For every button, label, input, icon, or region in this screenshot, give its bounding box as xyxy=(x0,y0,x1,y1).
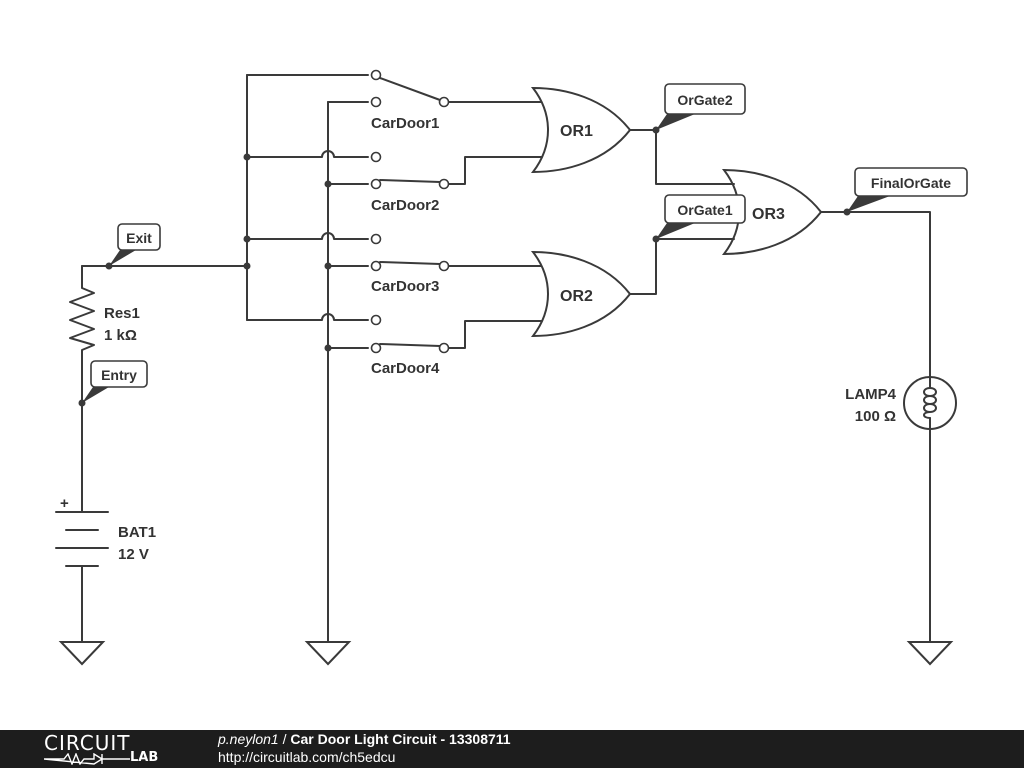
net-label-exit[interactable]: Exit xyxy=(109,223,161,266)
junction-dots xyxy=(243,153,332,352)
footer-author[interactable]: p.neylon1 xyxy=(218,731,279,747)
ground-symbol-2 xyxy=(304,641,352,666)
switch-cardoor1-label: CarDoor1 xyxy=(371,115,439,132)
bat1-polarity: + xyxy=(60,495,69,512)
net-label-entry[interactable]: Entry xyxy=(82,360,148,403)
switch-cardoor2[interactable]: CarDoor2 xyxy=(370,151,450,215)
or2-label: OR2 xyxy=(560,288,593,305)
footer-separator: / xyxy=(278,731,291,747)
net-label-entry-text: Entry xyxy=(101,367,137,383)
footer-circuit-title: Car Door Light Circuit - 13308711 xyxy=(290,731,511,747)
net-label-orgate2-text: OrGate2 xyxy=(677,92,732,108)
net-label-finalorgate[interactable]: FinalOrGate xyxy=(847,167,968,212)
ground-symbol-1 xyxy=(58,641,106,666)
circuitlab-logo[interactable]: CIRCUIT xyxy=(44,731,131,755)
res1-value: 1 kΩ xyxy=(104,327,137,344)
lamp4[interactable]: LAMP4 100 Ω xyxy=(845,376,957,430)
logo-resistor-icon xyxy=(44,753,130,765)
net-label-finalorgate-text: FinalOrGate xyxy=(871,175,951,191)
net-label-orgate1-text: OrGate1 xyxy=(677,202,732,218)
or3-label: OR3 xyxy=(752,206,785,223)
bat1-battery[interactable]: + BAT1 12 V xyxy=(55,495,156,643)
exit-bus-wires xyxy=(81,74,369,321)
bat1-value: 12 V xyxy=(118,546,149,563)
lamp4-name: LAMP4 xyxy=(845,386,896,403)
or1-label: OR1 xyxy=(560,123,593,140)
net-label-orgate2[interactable]: OrGate2 xyxy=(656,83,746,130)
switch-cardoor4-label: CarDoor4 xyxy=(371,360,440,377)
switch-output-wires xyxy=(448,101,544,349)
lamp4-value: 100 Ω xyxy=(855,408,896,425)
footer-attribution: p.neylon1 / Car Door Light Circuit - 133… xyxy=(218,731,511,747)
or2-gate[interactable]: OR2 xyxy=(530,250,632,338)
circuit-schematic: CarDoor1 CarDoor2 CarDoor3 CarDoor4 OR1 … xyxy=(55,69,968,666)
switch-cardoor1[interactable]: CarDoor1 xyxy=(370,69,450,133)
switch-cardoor4[interactable]: CarDoor4 xyxy=(370,314,450,378)
res1-resistor[interactable]: Res1 1 kΩ xyxy=(69,265,140,513)
or1-gate[interactable]: OR1 xyxy=(530,86,632,174)
res1-name: Res1 xyxy=(104,305,140,322)
switch-cardoor3-label: CarDoor3 xyxy=(371,278,439,295)
ground-symbol-3 xyxy=(906,641,954,666)
ground-bus-wires xyxy=(327,101,369,643)
net-label-orgate1[interactable]: OrGate1 xyxy=(656,194,746,239)
net-label-exit-text: Exit xyxy=(126,230,152,246)
switch-cardoor2-label: CarDoor2 xyxy=(371,197,439,214)
footer-url-link[interactable]: http://circuitlab.com/ch5edcu xyxy=(218,749,396,765)
circuitlab-logo-lab: LAB xyxy=(130,750,159,765)
switch-cardoor3[interactable]: CarDoor3 xyxy=(370,233,450,296)
footer-bar: CIRCUIT LAB p.neylon1 / Car Door Light C… xyxy=(0,730,1024,768)
bat1-name: BAT1 xyxy=(118,524,156,541)
